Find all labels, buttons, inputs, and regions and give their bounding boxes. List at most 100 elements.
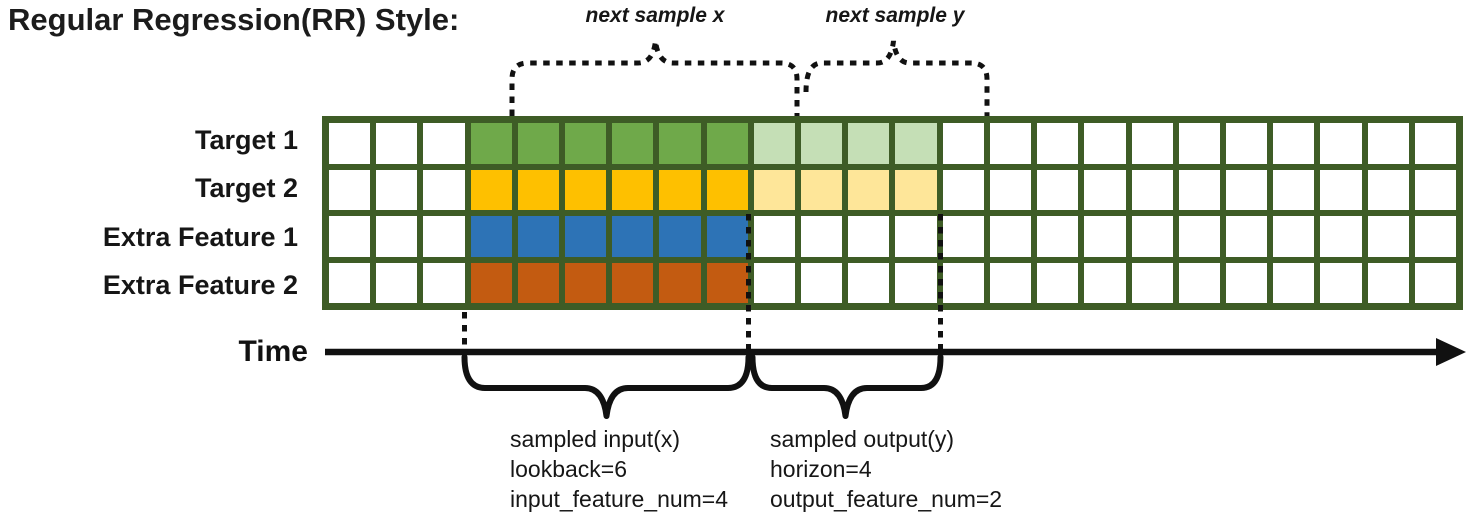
grid-cell (895, 123, 937, 164)
grid-cell (753, 169, 796, 210)
next-sample-y-brace (803, 40, 990, 116)
sampled-input-brace (461, 354, 752, 419)
grid-cell (706, 216, 748, 257)
grid-cell (801, 262, 843, 303)
grid-cell (848, 169, 890, 210)
grid-cell (1225, 262, 1268, 303)
grid-cell (376, 216, 418, 257)
grid-cell (895, 262, 937, 303)
grid-cell (1414, 262, 1456, 303)
grid-cell (1037, 169, 1079, 210)
grid-cell (1178, 123, 1220, 164)
sampled-output-title: sampled output(y) (770, 426, 955, 452)
lookback-value: lookback=6 (510, 456, 627, 482)
grid-cell (1225, 216, 1268, 257)
grid-cell (612, 262, 654, 303)
grid-cell (989, 262, 1032, 303)
grid-cell (753, 123, 796, 164)
row-label-extra-feature-1: Extra Feature 1 (102, 221, 298, 252)
grid-cell (1084, 216, 1126, 257)
grid-cell (1414, 216, 1456, 257)
grid-cell (376, 169, 418, 210)
grid-cell (1273, 216, 1315, 257)
sampled-input-title: sampled input(x) (510, 426, 681, 452)
grid-cell (659, 123, 701, 164)
page-title: Regular Regression(RR) Style: (8, 2, 460, 37)
grid-cell (470, 262, 512, 303)
sampled-output-brace (749, 354, 944, 419)
grid-cell (801, 123, 843, 164)
input-feature-num: input_feature_num=4 (510, 486, 729, 512)
grid-cell (1084, 169, 1126, 210)
grid-cell (753, 216, 796, 257)
next-sample-x-brace (509, 40, 800, 116)
grid-cell (612, 169, 654, 210)
sampled-input-caption: sampled input(x) lookback=6 input_featur… (510, 424, 728, 514)
row-label-target-2: Target 2 (194, 173, 298, 204)
grid-cell (470, 216, 512, 257)
next-sample-x-label: next sample x (585, 4, 725, 27)
grid-cell (989, 169, 1032, 210)
row-label-target-1: Target 1 (194, 124, 298, 155)
grid-cell (659, 262, 701, 303)
grid-cell (1037, 216, 1079, 257)
grid-cell (470, 123, 512, 164)
grid-cell (1037, 123, 1079, 164)
grid-cell (895, 216, 937, 257)
grid-cell (565, 262, 607, 303)
grid-cell (1367, 169, 1409, 210)
grid-cell (423, 216, 465, 257)
grid-cell (1273, 169, 1315, 210)
grid-cell (376, 262, 418, 303)
grid-cell (942, 262, 984, 303)
grid-cell (1414, 169, 1456, 210)
grid-cell (706, 262, 748, 303)
sampled-output-caption: sampled output(y) horizon=4 output_featu… (770, 424, 1002, 514)
grid-cell (1320, 216, 1362, 257)
grid-cell (612, 216, 654, 257)
grid-cell (1367, 123, 1409, 164)
grid-cell (517, 169, 560, 210)
next-sample-y-label: next sample y (825, 4, 965, 27)
grid-cell (706, 123, 748, 164)
time-axis-arrowhead (1436, 338, 1466, 366)
grid-cell (706, 169, 748, 210)
grid-cell (1320, 169, 1362, 210)
grid-cell (1273, 262, 1315, 303)
grid-cell (942, 169, 984, 210)
grid-cell (329, 169, 371, 210)
grid-cell (801, 216, 843, 257)
grid-cell (329, 262, 371, 303)
grid-cell (329, 123, 371, 164)
grid-cell (1320, 262, 1362, 303)
grid-cell (1273, 123, 1315, 164)
output-feature-num: output_feature_num=2 (770, 486, 1003, 512)
grid-cell (895, 169, 937, 210)
grid-cell (565, 123, 607, 164)
grid-cell (565, 216, 607, 257)
grid-cell (1131, 123, 1173, 164)
grid-cell (1037, 262, 1079, 303)
grid-cell (753, 262, 796, 303)
grid-cell (848, 262, 890, 303)
grid-cell (989, 216, 1032, 257)
grid-cell (423, 169, 465, 210)
grid-cell (1367, 216, 1409, 257)
row-label-extra-feature-2: Extra Feature 2 (102, 270, 298, 301)
grid-cell (659, 169, 701, 210)
time-axis-label: Time (238, 335, 308, 368)
grid-cell (470, 169, 512, 210)
grid-cell (1178, 169, 1220, 210)
grid-cell (848, 123, 890, 164)
grid-cell (565, 169, 607, 210)
grid-cell (1178, 216, 1220, 257)
grid-cell (1131, 262, 1173, 303)
horizon-value: horizon=4 (770, 456, 872, 482)
grid-cell (517, 216, 560, 257)
grid-cell (1414, 123, 1456, 164)
grid-cell (942, 123, 984, 164)
grid-cell (612, 123, 654, 164)
grid-cell (423, 123, 465, 164)
grid-cell (1320, 123, 1362, 164)
